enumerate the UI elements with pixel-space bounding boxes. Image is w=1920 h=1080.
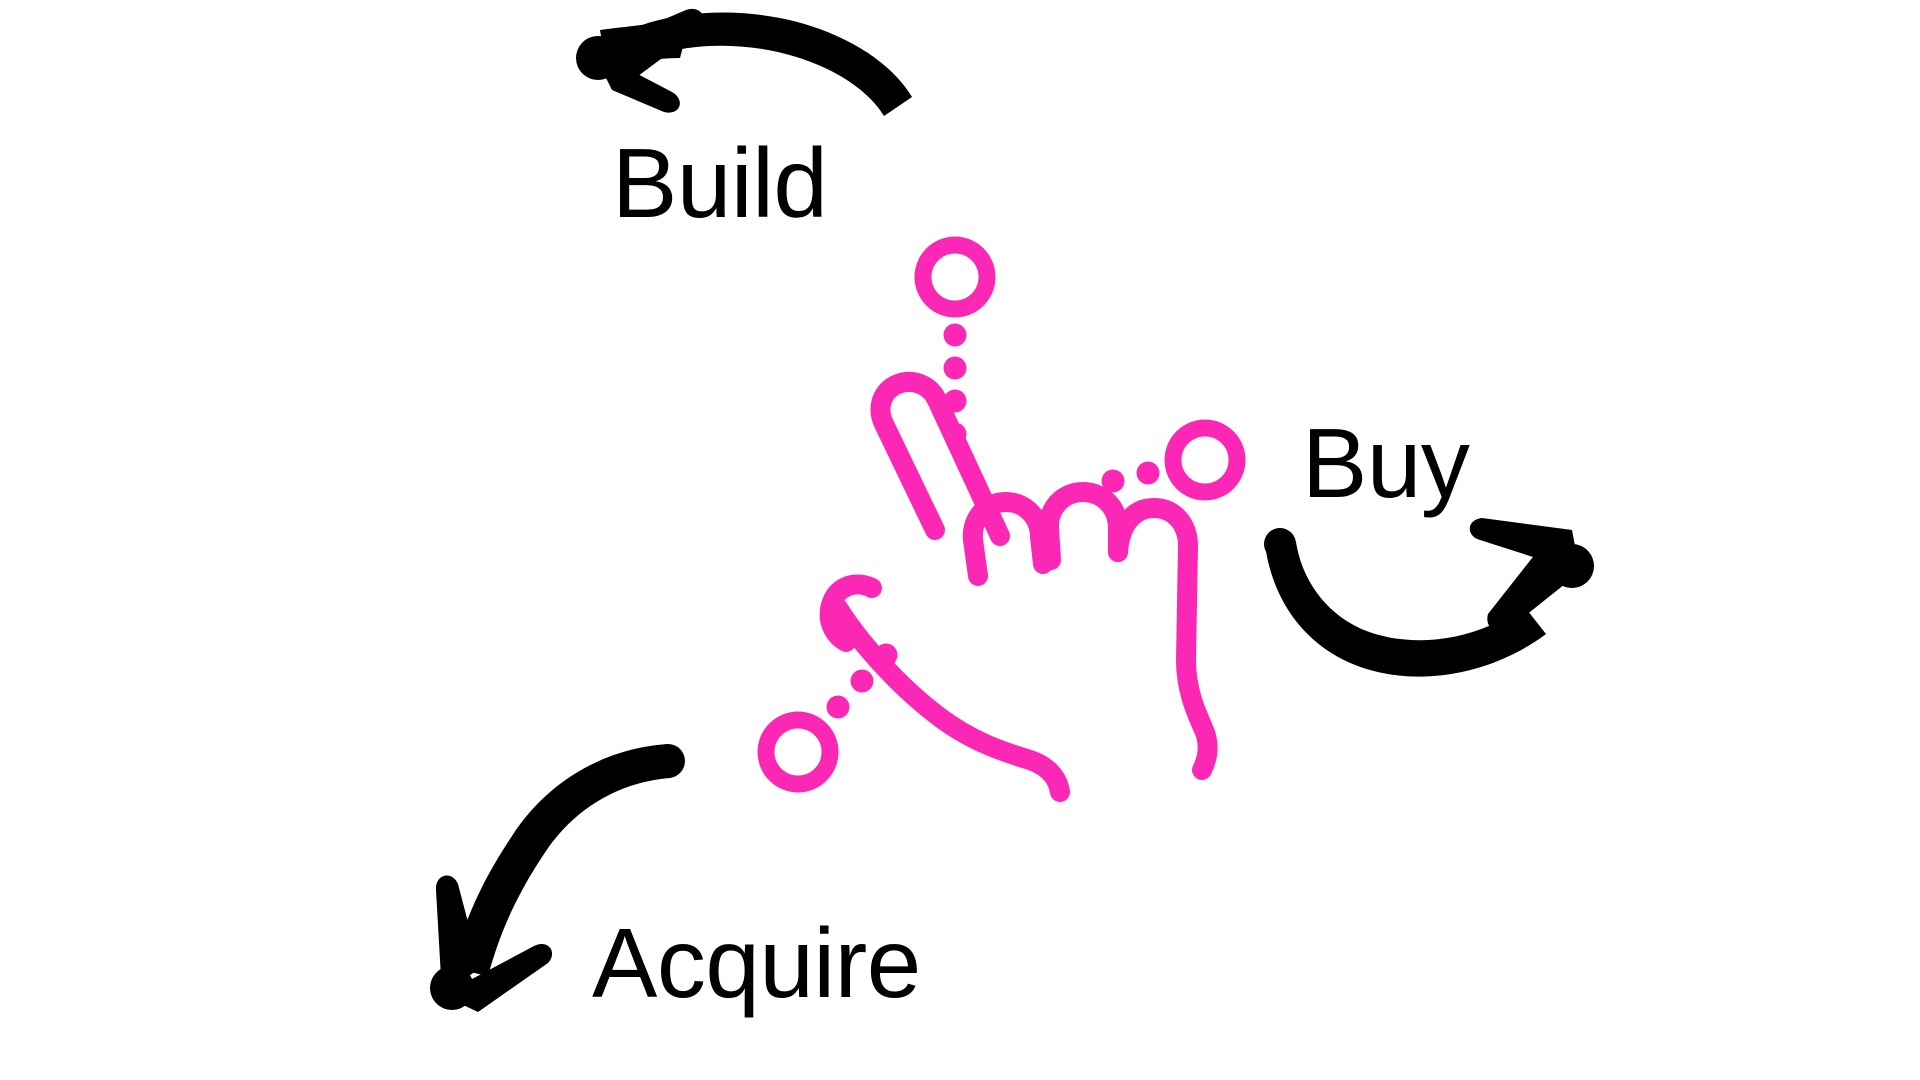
label-buy: Buy [1302, 408, 1470, 518]
connector-buy-dots [1101, 461, 1160, 493]
acquire-arrow-icon [430, 744, 685, 1012]
buy-arrow-icon [1264, 518, 1594, 677]
pointing-hand-icon [819, 371, 1218, 802]
option-nodes-and-connectors [757, 236, 1246, 802]
build-arrow-icon [576, 8, 912, 116]
node-acquire[interactable] [757, 711, 839, 793]
node-build[interactable] [914, 236, 996, 318]
label-build: Build [612, 128, 828, 238]
node-buy[interactable] [1164, 419, 1246, 501]
label-acquire: Acquire [592, 908, 921, 1018]
